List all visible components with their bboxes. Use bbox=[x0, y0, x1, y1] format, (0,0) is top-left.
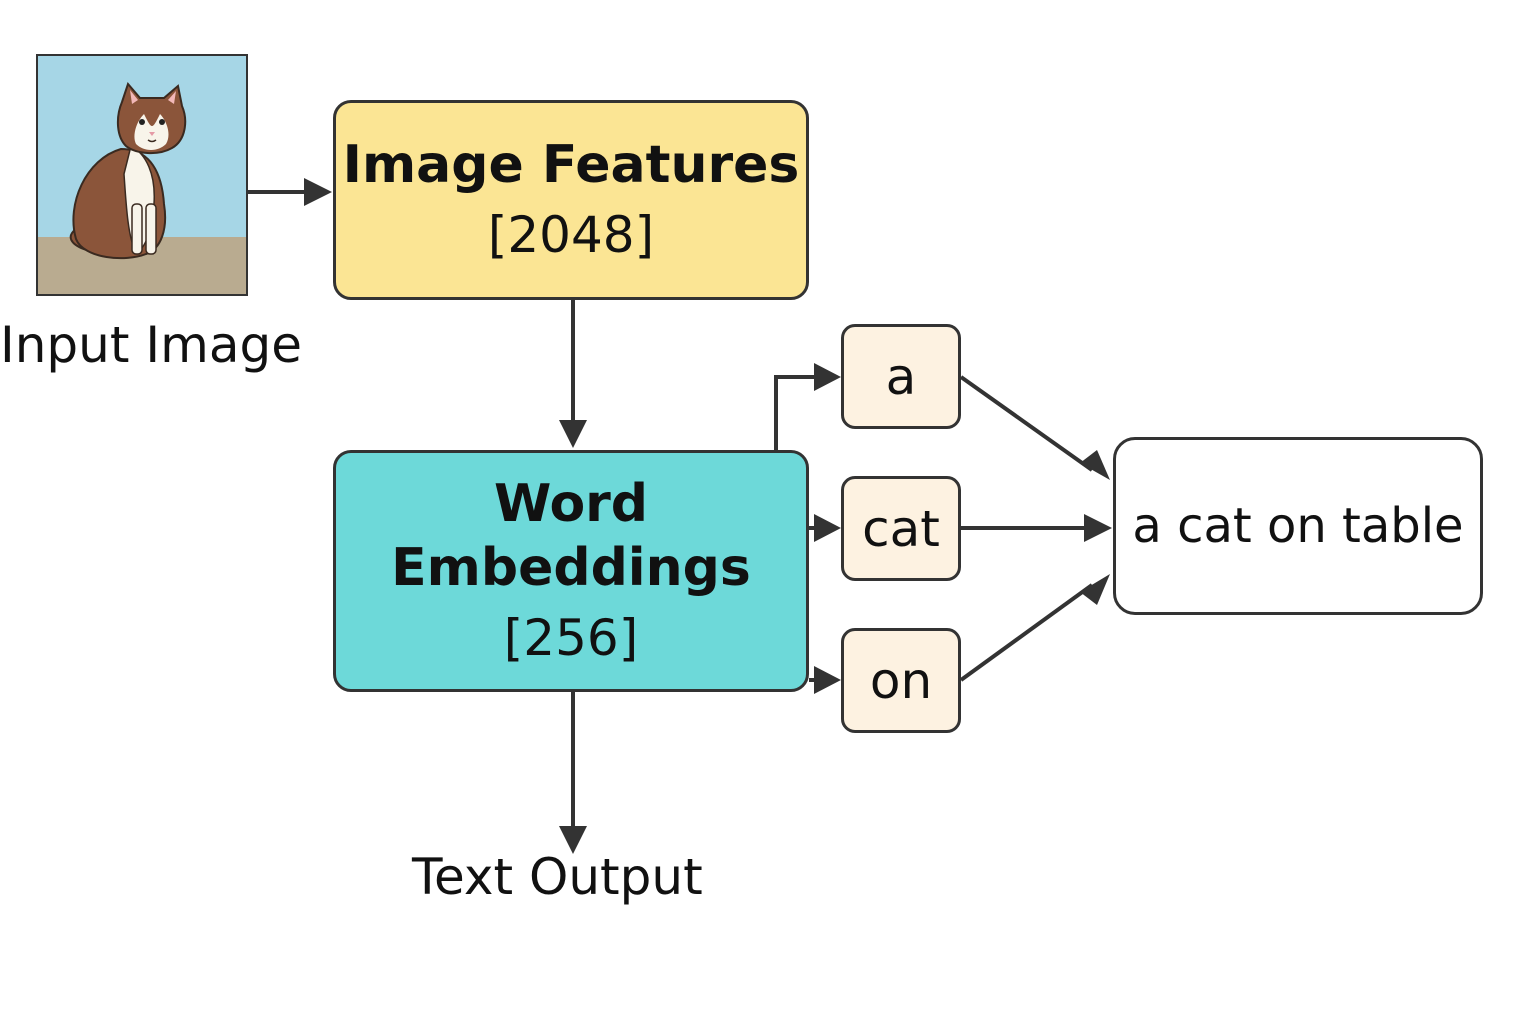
token-a: a bbox=[841, 324, 961, 429]
word-embeddings-title-line2: Embeddings bbox=[391, 538, 751, 598]
cat-eye bbox=[159, 119, 165, 125]
cat-eye bbox=[139, 119, 145, 125]
cat-mouth bbox=[147, 139, 157, 143]
token-on: on bbox=[841, 628, 961, 733]
edge-features-to-embeddings bbox=[559, 300, 587, 448]
word-embeddings-title-line1: Word bbox=[493, 474, 649, 534]
input-image-label: Input Image bbox=[0, 316, 302, 374]
edge-a-to-sentence bbox=[959, 375, 1110, 480]
cat-nose bbox=[149, 132, 155, 136]
image-features-box: Image Features [2048] bbox=[333, 100, 809, 300]
cat-leg bbox=[131, 203, 143, 255]
sentence-box: a cat on table bbox=[1113, 437, 1483, 615]
edge-embeddings-to-output bbox=[559, 692, 587, 854]
edge-embeddings-to-on bbox=[809, 666, 841, 694]
edge-embeddings-to-cat bbox=[809, 514, 841, 542]
token-cat: cat bbox=[841, 476, 961, 581]
word-embeddings-box: Word Embeddings [256] bbox=[333, 450, 809, 692]
cat-ear-inner bbox=[130, 90, 138, 104]
edge-on-to-sentence bbox=[959, 574, 1110, 682]
cat-leg bbox=[145, 203, 157, 255]
cat-ear-inner bbox=[168, 91, 176, 104]
edge-embeddings-to-a bbox=[774, 363, 841, 450]
input-image bbox=[36, 54, 248, 296]
word-embeddings-dim: [256] bbox=[503, 609, 639, 667]
edge-cat-to-sentence bbox=[961, 514, 1112, 542]
edge-image-to-features bbox=[248, 178, 332, 206]
text-output-label: Text Output bbox=[412, 848, 703, 906]
image-features-title: Image Features bbox=[342, 135, 800, 195]
image-features-dim: [2048] bbox=[487, 206, 655, 264]
